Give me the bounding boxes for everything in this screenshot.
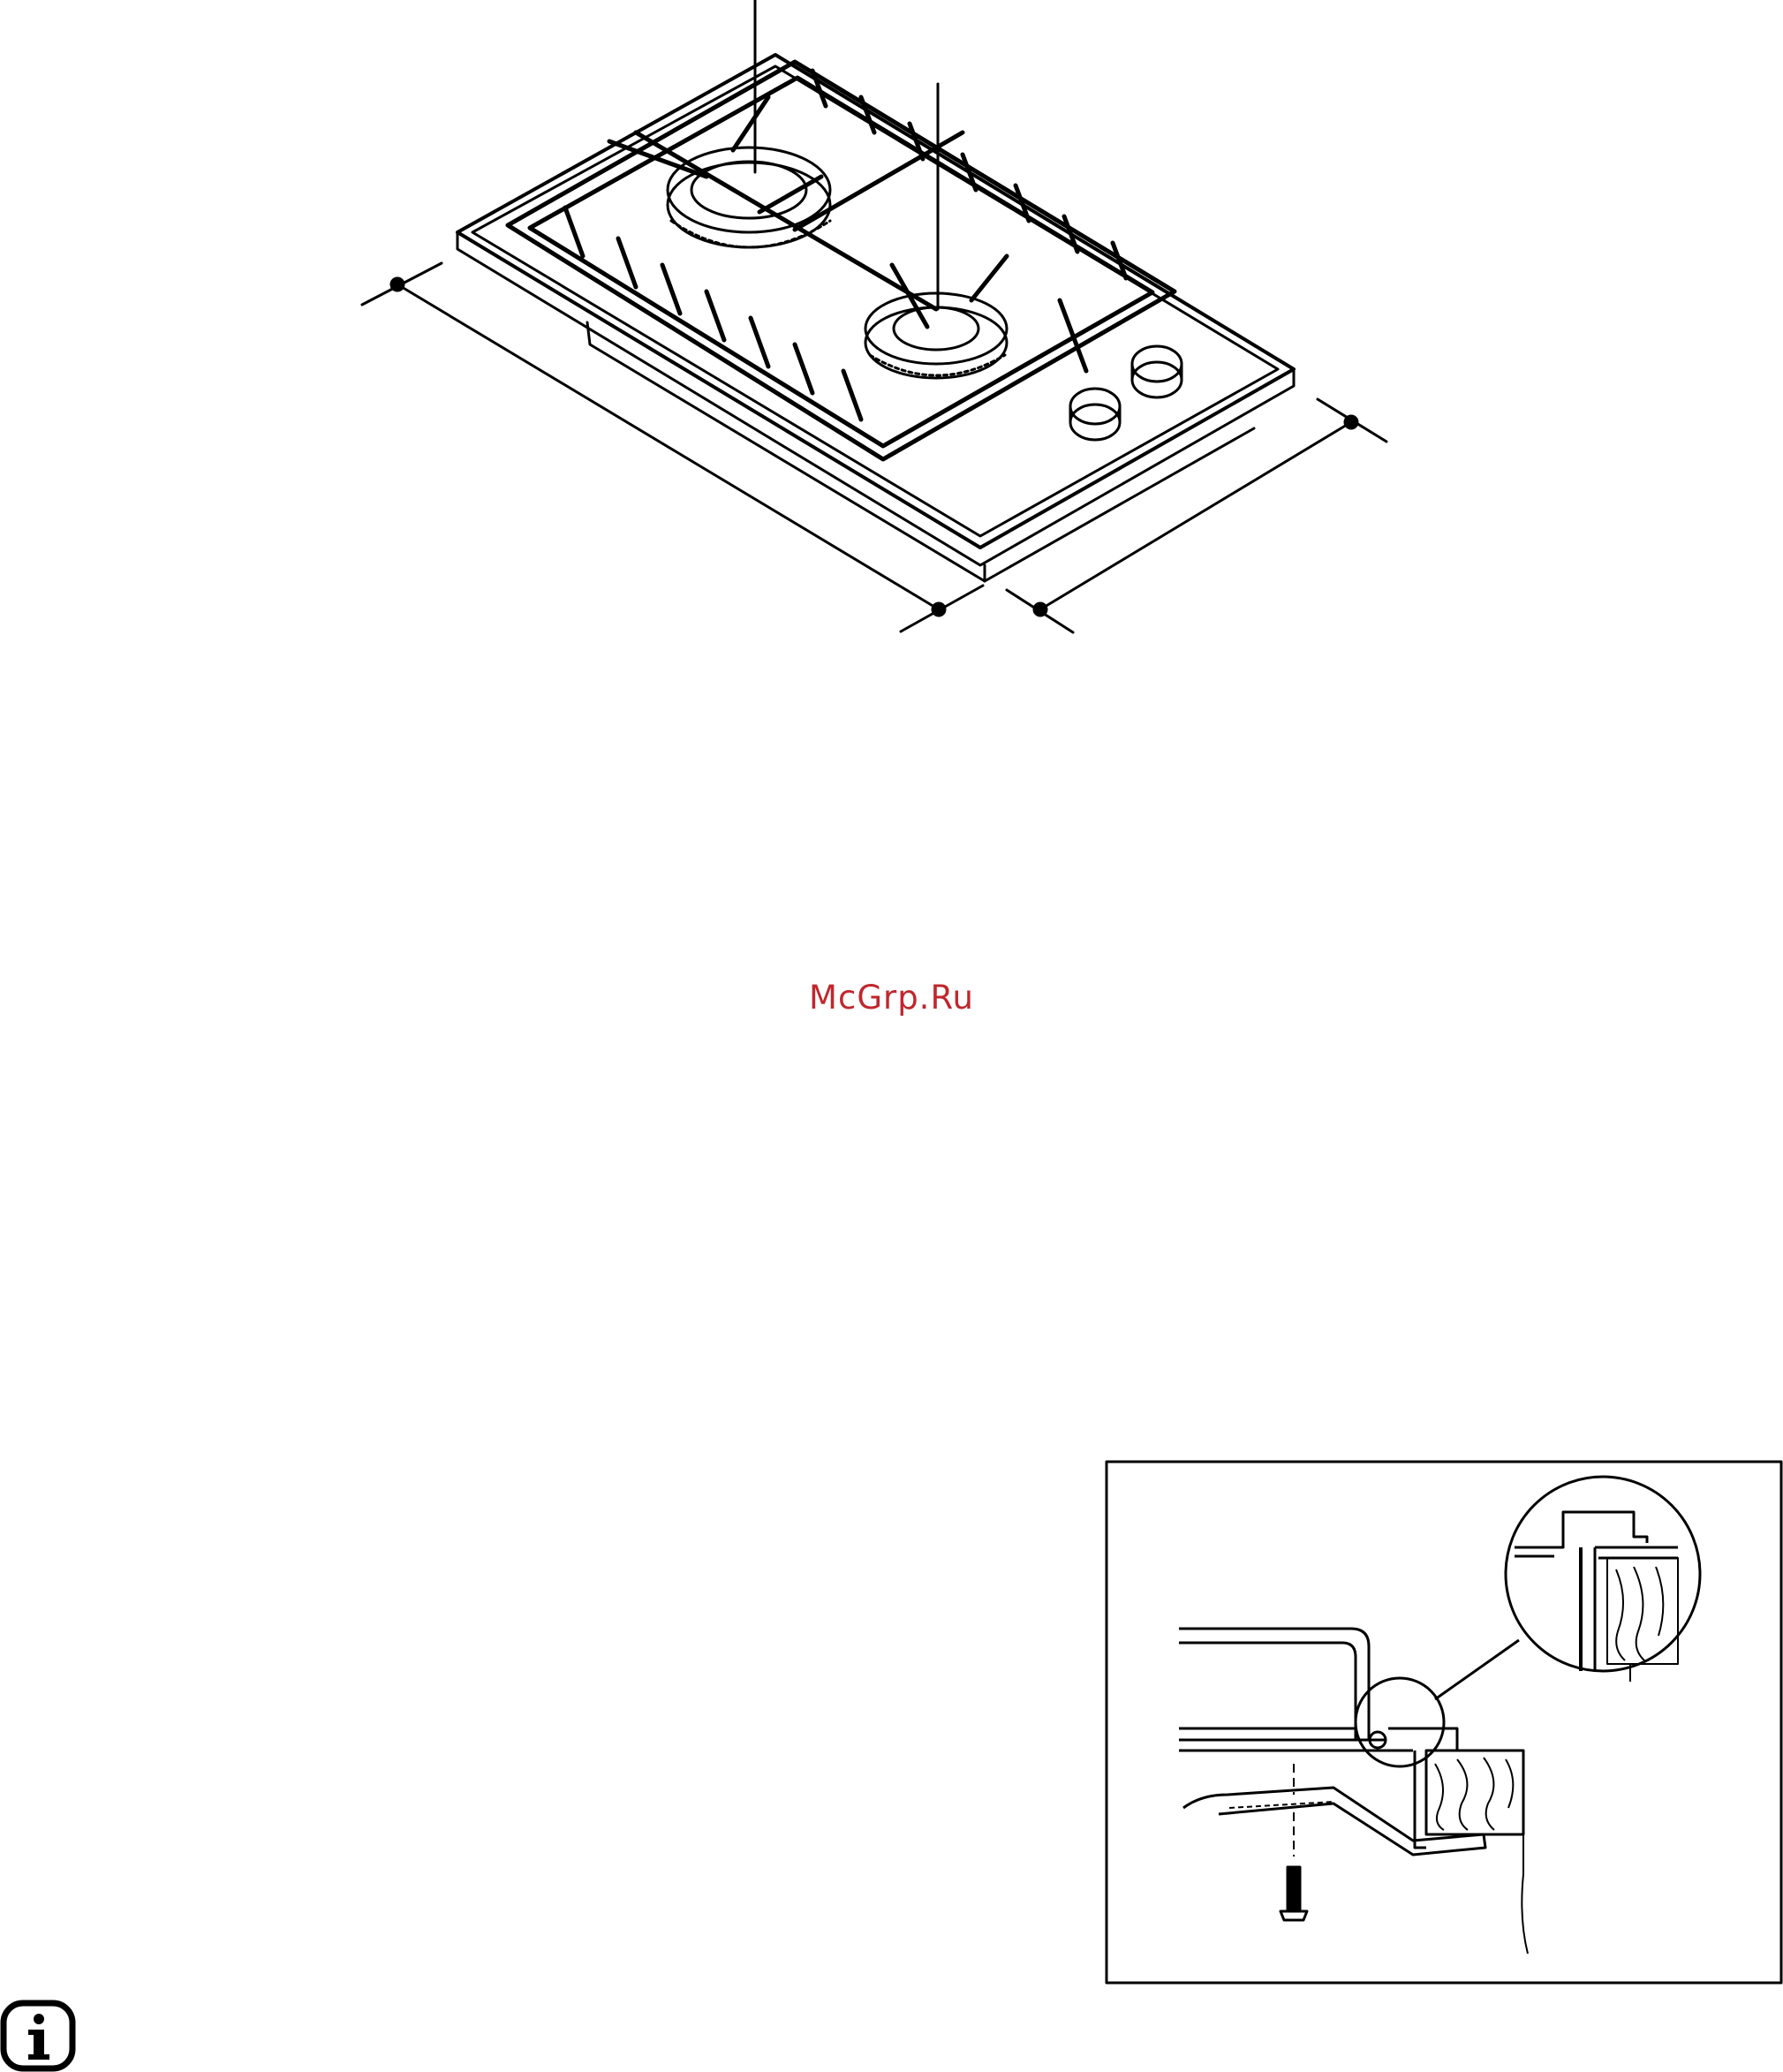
pan-support-grid <box>508 62 1175 459</box>
hob-edge-profile <box>1179 1629 1457 1751</box>
fixing-bracket <box>1183 1788 1485 1855</box>
dimension-width-line <box>1007 399 1386 632</box>
small-burner <box>865 293 1007 378</box>
gas-hob-illustration <box>0 0 1783 671</box>
detail-callout-large <box>1506 1477 1700 1671</box>
info-icon <box>0 2000 79 2072</box>
control-knob-right <box>1132 346 1182 397</box>
fixing-screw <box>1281 1764 1307 1920</box>
control-knob-left <box>1070 389 1120 440</box>
installation-bracket-diagram <box>1104 1459 1783 1991</box>
watermark-text: McGrp.Ru <box>0 979 1783 1017</box>
